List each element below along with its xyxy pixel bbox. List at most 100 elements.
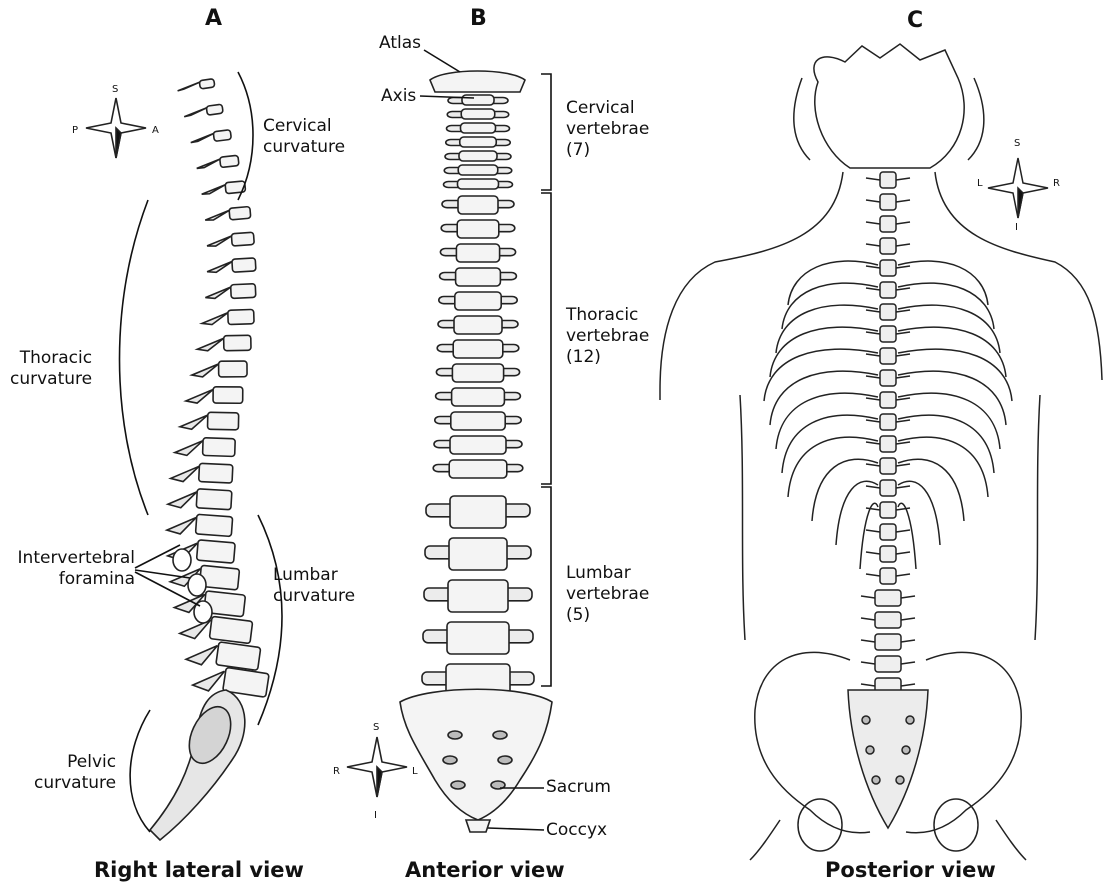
right-rib	[898, 371, 1006, 425]
left-rib	[788, 437, 878, 497]
spinous-process	[202, 313, 228, 325]
posterior-sacrum	[848, 690, 928, 828]
left-rib	[770, 327, 878, 377]
posterior-vertebra	[880, 370, 896, 386]
right-ilium	[906, 652, 1021, 832]
spinous-process	[197, 338, 223, 351]
compass-a-posterior: P	[72, 125, 78, 136]
compass-b-shade	[377, 767, 382, 797]
posterior-vertebra	[880, 348, 896, 364]
vertebral-body	[231, 232, 254, 246]
caption-right-lateral-view: Right lateral view	[94, 858, 304, 882]
sacral-foramen	[866, 746, 874, 754]
left-rib	[836, 481, 878, 545]
caption-posterior-view: Posterior view	[825, 858, 996, 882]
vertebral-body	[224, 335, 251, 351]
label-thoracic-curvature: Thoracic curvature	[10, 348, 92, 390]
vertebral-body	[453, 340, 503, 358]
posterior-vertebra	[875, 634, 901, 650]
sacral-foramen	[862, 716, 870, 724]
coccyx-leader	[488, 828, 544, 830]
right-rib	[898, 349, 1012, 401]
left-ear-outline	[794, 78, 810, 160]
posterior-vertebra	[880, 436, 896, 452]
caption-anterior-view: Anterior view	[405, 858, 565, 882]
posterior-vertebra	[880, 524, 896, 540]
spinous-process	[178, 82, 200, 91]
label-lumbar-curvature: Lumbar curvature	[273, 565, 355, 607]
left-rib	[764, 349, 878, 401]
sacral-foramen	[443, 756, 457, 764]
label-cervical-curvature: Cervical curvature	[263, 116, 345, 158]
vertebral-body	[203, 438, 236, 457]
posterior-vertebra	[880, 414, 896, 430]
label-intervertebral-foramina: Intervertebral foramina	[10, 548, 135, 590]
spinous-process	[207, 236, 232, 246]
spinous-process	[207, 261, 232, 272]
label-pelvic-curvature: Pelvic curvature	[34, 752, 116, 794]
left-ilium	[755, 652, 870, 832]
vertebral-body	[458, 179, 499, 189]
compass-b-inferior: I	[374, 810, 377, 821]
right-rib	[898, 481, 940, 545]
vertebral-body	[447, 622, 509, 654]
compass-c-shade	[1018, 188, 1023, 218]
skull-outline	[814, 44, 964, 168]
vertebral-body	[197, 540, 236, 563]
vertebral-body	[207, 412, 238, 430]
posterior-vertebra	[880, 326, 896, 342]
sacral-foramen	[498, 756, 512, 764]
sacral-foramen	[906, 716, 914, 724]
right-rib	[898, 503, 916, 569]
posterior-vertebra	[880, 480, 896, 496]
vertebral-body	[229, 206, 251, 219]
cervical-bracket	[541, 74, 551, 190]
vertebral-body	[213, 130, 231, 142]
right-ear-outline	[968, 78, 984, 160]
spinous-process	[171, 466, 199, 481]
panel-letter-b: B	[470, 6, 487, 31]
coccyx	[466, 820, 490, 832]
anterior-spine-drawing	[347, 71, 552, 832]
sacral-foramen	[451, 781, 465, 789]
vertebral-body	[451, 412, 505, 430]
left-rib	[770, 371, 878, 425]
spinous-process	[192, 364, 219, 377]
label-thoracic-vertebrae: Thoracic vertebrae (12)	[566, 305, 649, 368]
posterior-torso-drawing	[660, 44, 1102, 860]
posterior-vertebra	[880, 304, 896, 320]
sacrum	[400, 689, 552, 820]
compass-c-left: L	[977, 178, 983, 189]
vertebral-body	[448, 580, 508, 612]
posterior-vertebra	[880, 392, 896, 408]
vertebral-body	[199, 79, 215, 89]
intervertebral-foramen	[188, 574, 206, 596]
label-sacrum: Sacrum	[546, 777, 611, 798]
posterior-vertebra	[880, 458, 896, 474]
spinous-process	[168, 492, 197, 508]
posterior-vertebra	[875, 612, 901, 628]
vertebral-body	[209, 616, 252, 643]
label-cervical-vertebrae: Cervical vertebrae (7)	[566, 98, 649, 161]
atlas-vertebra	[430, 71, 525, 92]
compass-c-inferior: I	[1015, 222, 1018, 233]
vertebral-body	[461, 123, 496, 133]
posterior-vertebra	[880, 172, 896, 188]
panel-letter-a: A	[205, 6, 222, 31]
vertebral-body	[232, 258, 256, 272]
vertebral-body	[195, 514, 232, 536]
left-flank-outline	[740, 395, 745, 640]
posterior-vertebra	[875, 590, 901, 606]
spinous-process	[186, 646, 217, 665]
pelvic-curvature-bracket	[130, 710, 150, 832]
left-shoulder-outline	[660, 172, 843, 400]
sacral-foramen	[896, 776, 904, 784]
vertebral-body	[216, 642, 261, 671]
vertebral-body	[456, 244, 499, 262]
compass-b-left: L	[412, 766, 418, 777]
vertebral-body	[455, 292, 501, 310]
spinous-process	[167, 518, 196, 534]
posterior-vertebra	[875, 656, 901, 672]
vertebral-body	[460, 137, 497, 147]
vertebral-body	[206, 104, 223, 115]
